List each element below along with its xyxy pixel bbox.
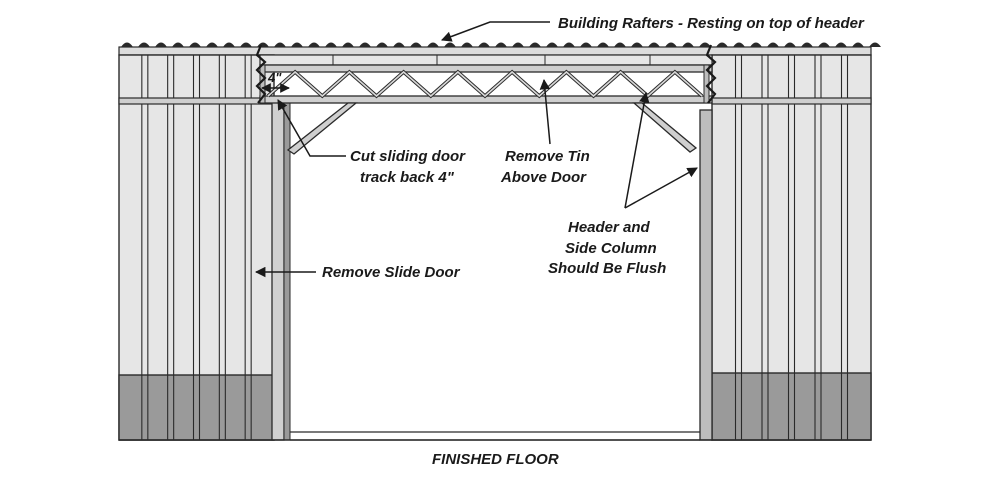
callout-remove-slide: Remove Slide Door bbox=[254, 264, 461, 281]
measurement-4in: 4" bbox=[261, 70, 290, 93]
left-wall bbox=[118, 54, 275, 441]
header-label-3: Should Be Flush bbox=[548, 260, 666, 277]
remove-slide-label: Remove Slide Door bbox=[322, 264, 461, 281]
callout-header-flush: Header and Side Column Should Be Flush bbox=[548, 91, 698, 277]
header-truss bbox=[259, 54, 713, 104]
header-label-1: Header and bbox=[568, 219, 651, 236]
callout-rafters: Building Rafters - Resting on top of hea… bbox=[441, 15, 865, 42]
cut-track-label-2: track back 4" bbox=[360, 169, 455, 186]
right-side-column bbox=[699, 109, 713, 441]
remove-tin-label-1: Remove Tin bbox=[505, 148, 590, 165]
rafters-label: Building Rafters - Resting on top of hea… bbox=[558, 15, 865, 32]
callout-remove-tin: Remove Tin Above Door bbox=[500, 78, 590, 186]
finished-floor-label: FINISHED FLOOR bbox=[432, 451, 559, 468]
cut-track-label-1: Cut sliding door bbox=[350, 148, 466, 165]
roof-tin bbox=[118, 42, 881, 56]
measurement-label: 4" bbox=[267, 70, 282, 85]
callout-cut-track: Cut sliding door track back 4" bbox=[277, 99, 466, 186]
knee-braces bbox=[286, 102, 698, 155]
door-opening bbox=[290, 431, 700, 441]
remove-tin-label-2: Above Door bbox=[500, 169, 587, 186]
left-door-column bbox=[271, 99, 291, 441]
right-wall bbox=[711, 54, 872, 441]
header-label-2: Side Column bbox=[565, 240, 657, 257]
